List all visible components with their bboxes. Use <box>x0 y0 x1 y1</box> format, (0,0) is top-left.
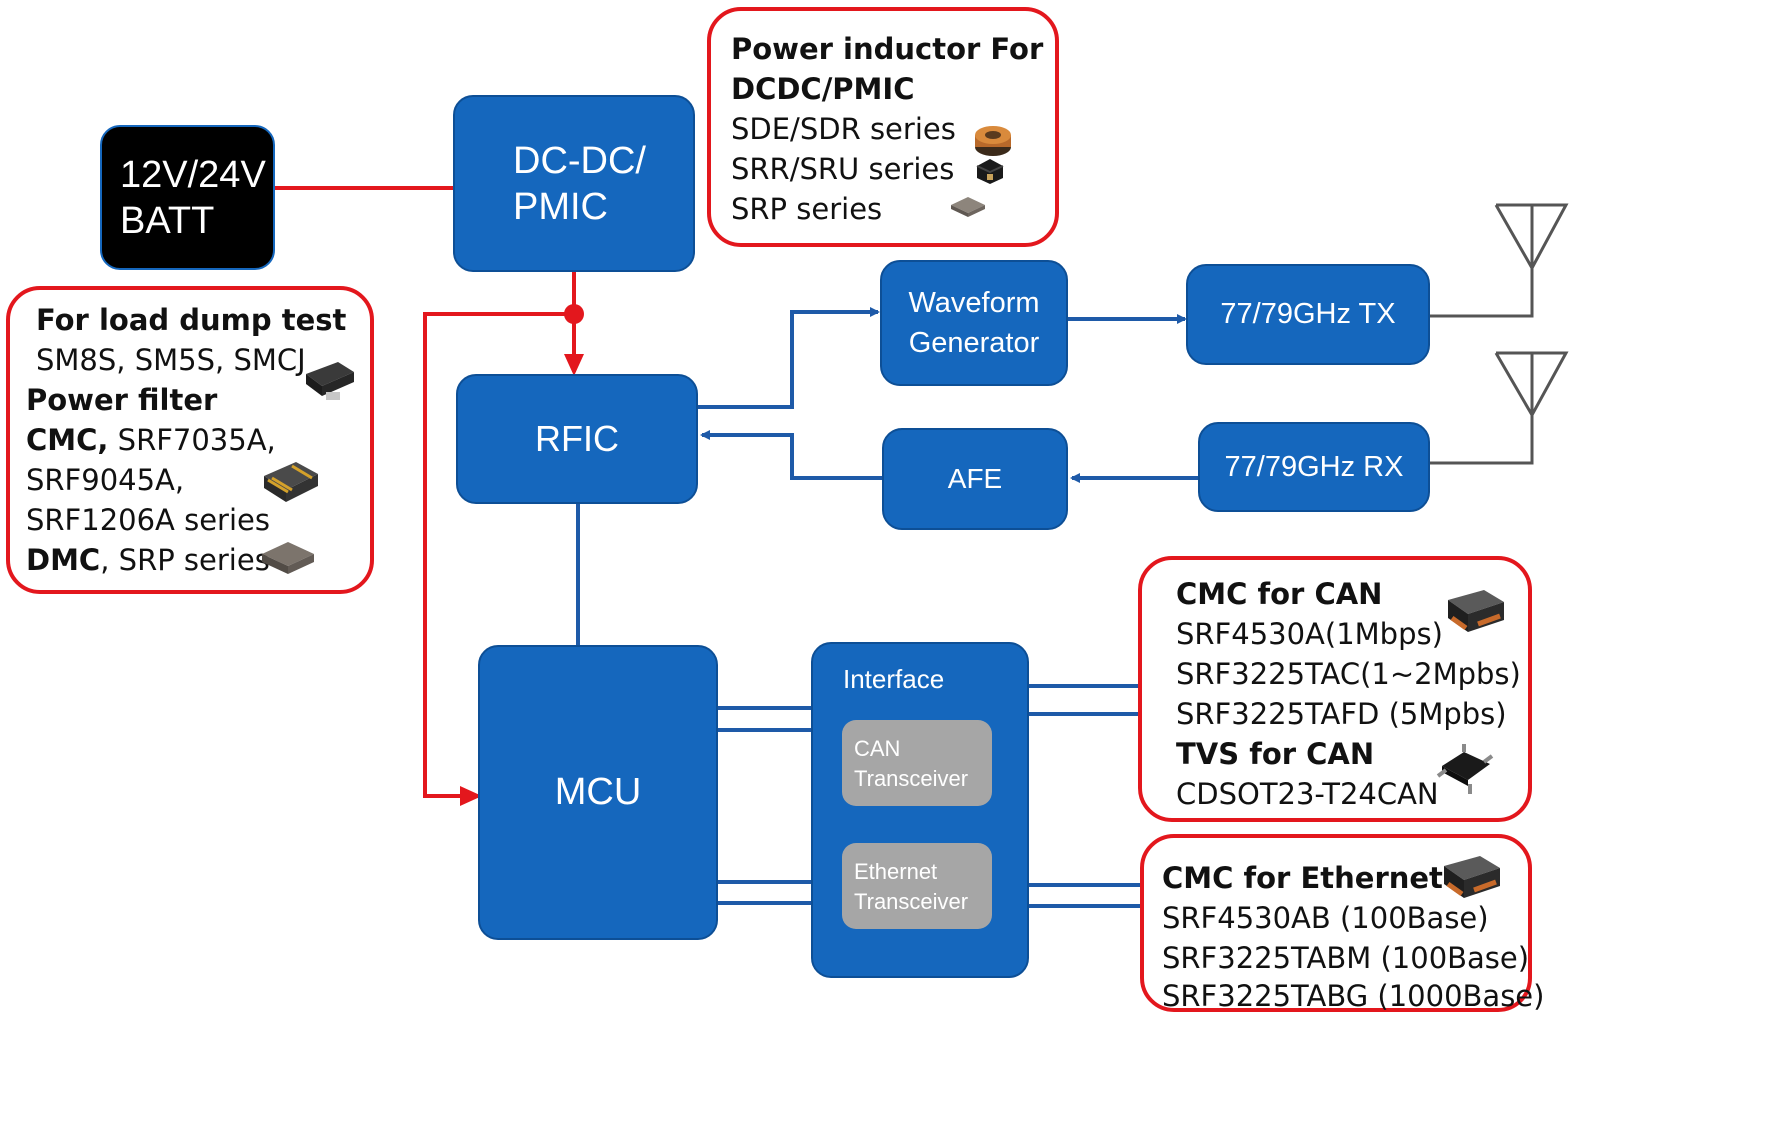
waveform-label-line1: Waveform <box>908 287 1040 319</box>
can-tvs-heading: TVS for CAN <box>1176 737 1375 771</box>
rx-block[interactable]: 77/79GHz RX <box>1198 422 1430 512</box>
dcdc-pmic-block[interactable]: DC-DC/ PMIC <box>453 95 695 272</box>
mcu-block[interactable]: MCU <box>478 645 718 940</box>
dmc-label: DMC <box>26 543 101 577</box>
can-callout: CMC for CAN SRF4530A(1Mbps) SRF3225TAC(1… <box>1138 556 1532 822</box>
ethernet-cmc-chip-icon <box>1444 856 1500 898</box>
can-cmc-heading: CMC for CAN <box>1176 577 1383 611</box>
tx-label: 77/79GHz TX <box>1220 298 1396 330</box>
power-inductor-item: SRR/SRU series <box>731 152 955 186</box>
load-dump-tvs-parts: SM8S, SM5S, SMCJ <box>36 343 306 377</box>
cmc-parts-line1: SRF7035A, <box>108 423 276 457</box>
srr-inductor-icon <box>976 159 1004 184</box>
can-tvs-chip-icon <box>1436 744 1494 794</box>
mcu-label: MCU <box>554 771 642 813</box>
ethernet-cmc-heading: CMC for Ethernet <box>1162 861 1443 895</box>
load-dump-callout: For load dump test SM8S, SM5S, SMCJ Powe… <box>6 286 374 594</box>
cmc-parts-line2: SRF9045A, <box>26 463 185 497</box>
load-dump-heading: For load dump test <box>36 303 347 337</box>
ethernet-cmc-item: SRF3225TABM (100Base) <box>1162 941 1530 975</box>
power-filter-heading: Power filter <box>26 383 218 417</box>
waveform-label-line2: Generator <box>908 327 1040 359</box>
can-cmc-item: SRF3225TAFD (5Mpbs) <box>1176 697 1507 731</box>
can-transceiver-line2: Transceiver <box>854 766 969 791</box>
tvs-diode-icon <box>306 362 354 400</box>
rfic-block[interactable]: RFIC <box>456 374 698 504</box>
cmc-parts-line3: SRF1206A series <box>26 503 270 537</box>
interface-title: Interface <box>843 664 945 694</box>
can-tvs-part: CDSOT23-T24CAN <box>1176 777 1439 811</box>
tx-antenna-icon <box>1430 203 1569 318</box>
tx-block[interactable]: 77/79GHz TX <box>1186 264 1430 365</box>
battery-label-line1: 12V/24V <box>120 153 266 196</box>
power-inductor-callout: Power inductor For DCDC/PMIC SDE/SDR ser… <box>707 7 1059 247</box>
rx-label: 77/79GHz RX <box>1224 450 1404 483</box>
cmc-filter-icon <box>264 462 318 502</box>
can-cmc-chip-icon <box>1448 590 1504 632</box>
power-inductor-heading-line1: Power inductor For <box>731 32 1044 66</box>
waveform-generator-block[interactable]: Waveform Generator <box>880 260 1068 386</box>
dcdc-label-line2: PMIC <box>513 185 608 228</box>
can-cmc-item: SRF3225TAC(1~2Mpbs) <box>1176 657 1521 691</box>
sde-inductor-icon <box>975 126 1011 156</box>
power-junction-dot <box>564 304 584 324</box>
can-cmc-item: SRF4530A(1Mbps) <box>1176 617 1443 651</box>
afe-block[interactable]: AFE <box>882 428 1068 530</box>
ethernet-callout: CMC for Ethernet SRF4530AB (100Base) SRF… <box>1140 834 1544 1013</box>
srp-inductor-icon <box>951 197 985 217</box>
power-inductor-heading-line2: DCDC/PMIC <box>731 72 915 106</box>
ethernet-transceiver-line2: Transceiver <box>854 889 969 914</box>
rfic-label: RFIC <box>535 418 619 459</box>
ethernet-cmc-item: SRF3225TABG (1000Base) <box>1162 979 1545 1013</box>
ethernet-transceiver-block[interactable]: Ethernet Transceiver <box>842 843 992 929</box>
signal-path <box>576 307 1198 908</box>
can-transceiver-block[interactable]: CAN Transceiver <box>842 720 992 806</box>
dmc-parts: , SRP series <box>100 543 270 577</box>
rx-antenna-icon <box>1430 351 1569 465</box>
can-transceiver-line1: CAN <box>854 736 901 761</box>
dmc-inductor-icon <box>262 542 314 574</box>
battery-label-line2: BATT <box>120 199 215 242</box>
cmc-label: CMC, <box>26 423 109 457</box>
battery-block[interactable]: 12V/24V BATT <box>100 125 275 270</box>
power-inductor-item: SRP series <box>731 192 883 226</box>
afe-label: AFE <box>947 463 1003 494</box>
ethernet-cmc-item: SRF4530AB (100Base) <box>1162 901 1489 935</box>
dcdc-label-line1: DC-DC/ <box>513 139 646 182</box>
power-inductor-item: SDE/SDR series <box>731 112 956 146</box>
ethernet-transceiver-line1: Ethernet <box>854 859 938 884</box>
